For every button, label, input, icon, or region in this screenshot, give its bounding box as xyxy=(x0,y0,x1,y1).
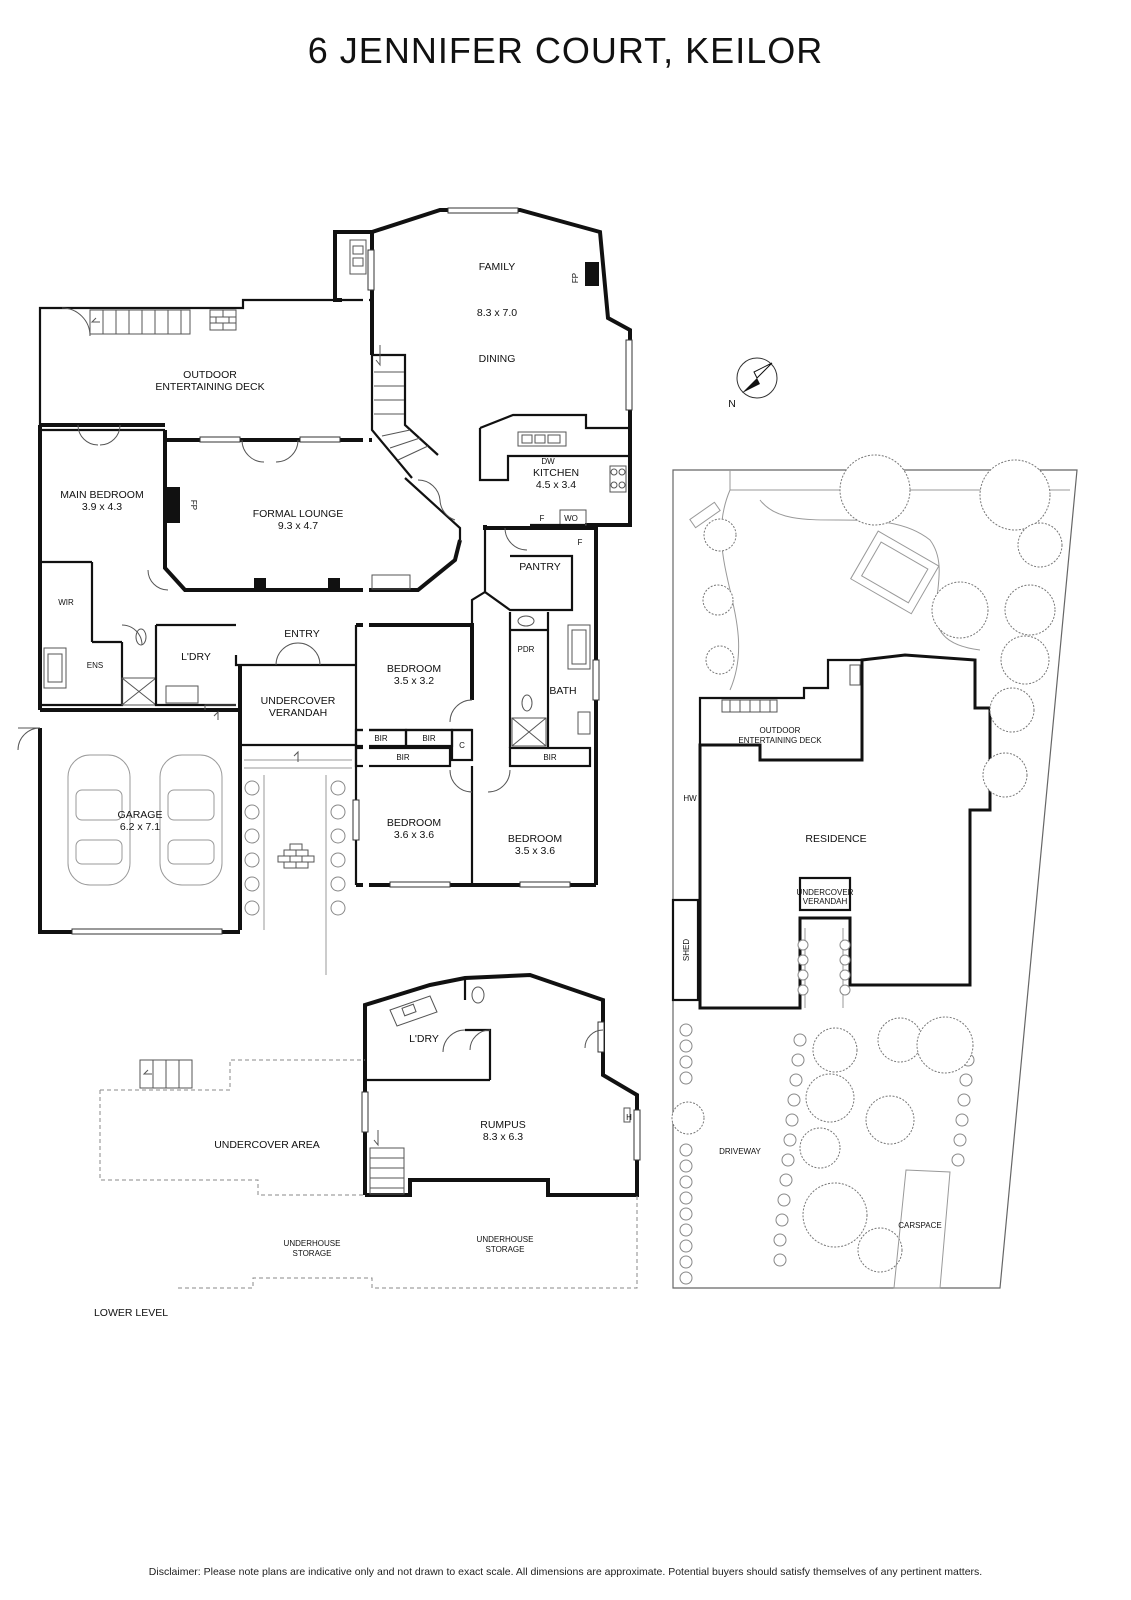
garage-label: GARAGE xyxy=(118,809,163,821)
site-path-shrubs xyxy=(797,939,851,996)
dining-label: DINING xyxy=(479,353,516,365)
family-fp-label: FP xyxy=(571,273,580,283)
heater-label: H xyxy=(626,1113,632,1122)
site-deck-label-1: OUTDOOR xyxy=(760,726,801,735)
undercover-area-label: UNDERCOVER AREA xyxy=(214,1139,320,1151)
main-bedroom-label: MAIN BEDROOM xyxy=(60,489,143,501)
pdr-label: PDR xyxy=(518,645,535,654)
bir-1-label: BIR xyxy=(374,734,388,743)
bedroom-1-dims: 3.5 x 3.2 xyxy=(394,675,434,687)
family-fireplace xyxy=(585,262,599,286)
lower-laundry-label: L'DRY xyxy=(409,1033,439,1045)
kitchen-dims: 4.5 x 3.4 xyxy=(536,479,576,491)
family-label: FAMILY xyxy=(479,261,516,273)
kitchen-wo: WO xyxy=(564,514,578,523)
kitchen-bench xyxy=(479,413,630,430)
formal-lounge-dims: 9.3 x 4.7 xyxy=(278,520,318,532)
path-shrubs-left xyxy=(244,780,260,916)
site-verandah-label-1: UNDERCOVER xyxy=(797,888,854,897)
path-pavers xyxy=(277,843,315,869)
car-1-icon xyxy=(67,754,131,886)
shed-label: SHED xyxy=(682,939,691,961)
underhouse-1-label-b: STORAGE xyxy=(293,1249,332,1258)
lower-level-walls: L'DRY RUMPUS 8.3 x 6.3 H UNDERCOVER AREA… xyxy=(94,972,641,1319)
rumpus-dims: 8.3 x 6.3 xyxy=(483,1131,523,1143)
site-verandah-label-2: VERANDAH xyxy=(803,897,848,906)
driveway-label: DRIVEWAY xyxy=(719,1147,761,1156)
hw-label: HW xyxy=(683,794,697,803)
plan-title: 6 JENNIFER COURT, KEILOR xyxy=(307,30,824,71)
bir-4-label: BIR xyxy=(543,753,557,762)
pantry-f: F xyxy=(578,538,583,547)
bedroom-3-label: BEDROOM xyxy=(508,833,562,845)
bir-3-label: BIR xyxy=(396,753,410,762)
formal-lounge-label: FORMAL LOUNGE xyxy=(253,508,344,520)
pantry-label: PANTRY xyxy=(519,561,561,573)
wir-label: WIR xyxy=(58,598,74,607)
bbq-brick xyxy=(209,309,237,331)
bedroom-3-dims: 3.5 x 3.6 xyxy=(515,845,555,857)
main-bedroom-dims: 3.9 x 4.3 xyxy=(82,501,122,513)
rumpus-label: RUMPUS xyxy=(480,1119,526,1131)
formal-lounge-walls xyxy=(163,430,372,442)
path-shrubs-right xyxy=(330,780,346,916)
residence-label: RESIDENCE xyxy=(805,833,866,845)
car-2-icon xyxy=(159,754,223,886)
underhouse-2-label-a: UNDERHOUSE xyxy=(477,1235,534,1244)
verandah-label-2: VERANDAH xyxy=(269,707,327,719)
laundry-label: L'DRY xyxy=(181,651,211,663)
cooktop xyxy=(609,465,627,493)
lounge-fireplace xyxy=(167,487,180,523)
underhouse-1-label-a: UNDERHOUSE xyxy=(284,1239,341,1248)
bath-label: BATH xyxy=(549,685,576,697)
outdoor-deck-label-2: ENTERTAINING DECK xyxy=(155,381,264,393)
underhouse-2-label-b: STORAGE xyxy=(486,1245,525,1254)
family-dims: 8.3 x 7.0 xyxy=(477,307,517,319)
deck-stairs xyxy=(89,309,191,335)
bir-2-label: BIR xyxy=(422,734,436,743)
site-boundary xyxy=(672,469,1078,1289)
verandah-label-1: UNDERCOVER xyxy=(261,695,336,707)
main-fp-label: FP xyxy=(189,500,198,510)
family-dining-walls xyxy=(333,208,632,527)
site-deck-label-2: ENTERTAINING DECK xyxy=(738,736,822,745)
kitchen-dw: DW xyxy=(541,457,555,466)
bedroom-2-dims: 3.6 x 3.6 xyxy=(394,829,434,841)
ens-label: ENS xyxy=(87,661,103,670)
site-deck-stairs xyxy=(721,699,778,713)
bedroom-2-label: BEDROOM xyxy=(387,817,441,829)
site-pool xyxy=(850,530,940,615)
driveway-shrubs xyxy=(671,1023,705,1285)
front-garden-shrubs xyxy=(773,1033,975,1267)
front-garden-trees xyxy=(799,1016,974,1273)
main-stairs xyxy=(370,345,439,479)
outdoor-deck-label-1: OUTDOOR xyxy=(183,369,237,381)
bedroom-1-label: BEDROOM xyxy=(387,663,441,675)
carspace-label: CARSPACE xyxy=(898,1221,941,1230)
compass-icon xyxy=(736,357,778,399)
disclaimer: Disclaimer: Please note plans are indica… xyxy=(148,1566,983,1578)
cupboard-label: C xyxy=(459,741,465,750)
kitchen-sink xyxy=(517,431,567,447)
entry-label: ENTRY xyxy=(284,628,319,640)
garage-dims: 6.2 x 7.1 xyxy=(120,821,160,833)
backyard-trees xyxy=(702,454,1063,798)
outdoor-deck-outline xyxy=(38,298,342,430)
kitchen-label: KITCHEN xyxy=(533,467,579,479)
kitchen-f: F xyxy=(540,514,545,523)
lower-stairs xyxy=(369,1130,405,1195)
lower-level-label: LOWER LEVEL xyxy=(94,1307,168,1319)
compass-label: N xyxy=(728,398,736,410)
site-plan: OUTDOOR ENTERTAINING DECK RESIDENCE UNDE… xyxy=(671,454,1078,1289)
lower-laundry-sink xyxy=(389,995,438,1027)
upper-level: OUTDOOR ENTERTAINING DECK FP FAMILY 8.3 … xyxy=(17,207,633,975)
undercover-stairs xyxy=(139,1059,193,1089)
